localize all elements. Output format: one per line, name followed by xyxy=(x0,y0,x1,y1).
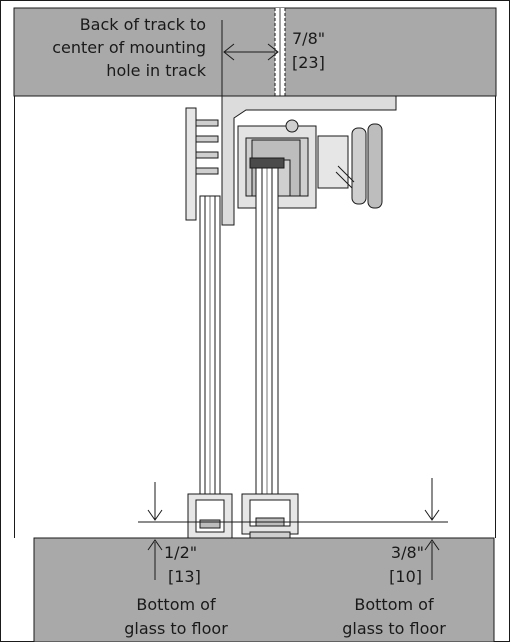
top-dimension-arrow xyxy=(221,20,279,100)
right-dim-line2: glass to floor xyxy=(342,619,446,638)
left-dim-line1: Bottom of xyxy=(136,595,216,614)
top-note-line3: hole in track xyxy=(106,61,206,80)
right-dim-line1: Bottom of xyxy=(354,595,434,614)
left-dim-fraction: 1/2" xyxy=(164,543,197,562)
right-dim-metric: [10] xyxy=(389,567,422,586)
mounting-hole-hidden-lines xyxy=(274,8,286,100)
top-dim-fraction: 7/8" xyxy=(292,29,325,48)
left-dim-metric: [13] xyxy=(168,567,201,586)
bottom-dimension-lines xyxy=(138,478,448,580)
right-dim-fraction: 3/8" xyxy=(391,543,424,562)
top-dim-metric: [23] xyxy=(292,53,325,72)
floor-block xyxy=(33,537,495,642)
top-note-line2: center of mounting xyxy=(52,38,206,57)
bottom-guides xyxy=(187,493,299,539)
left-dim-line2: glass to floor xyxy=(124,619,228,638)
top-note-line1: Back of track to xyxy=(80,15,206,34)
